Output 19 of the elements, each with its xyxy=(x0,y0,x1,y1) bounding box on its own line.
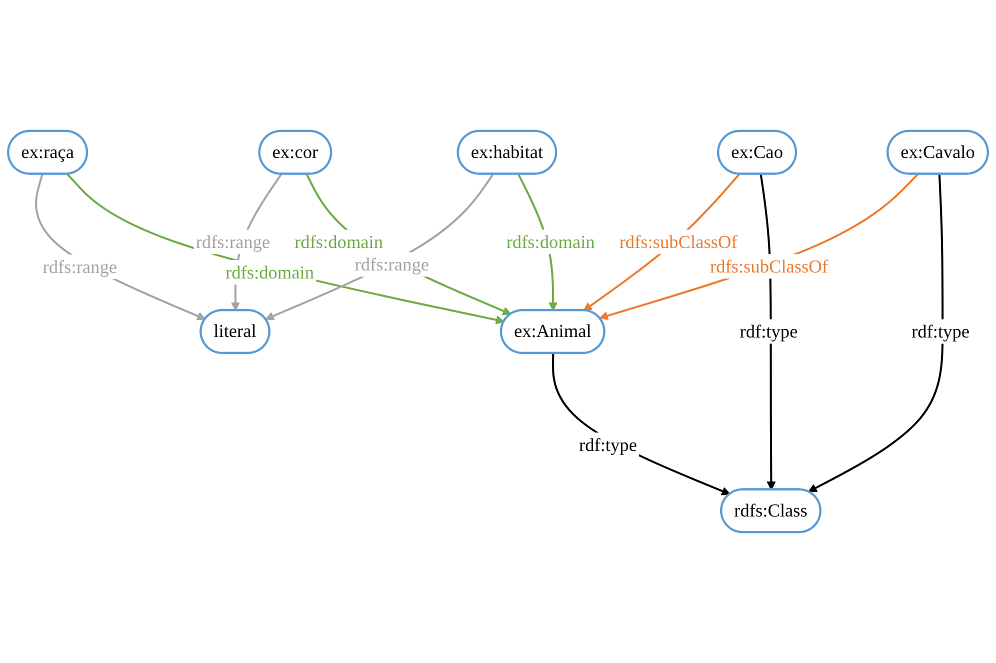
edge-label: rdfs:subClassOf xyxy=(617,230,740,254)
edge-label: rdfs:subClassOf xyxy=(708,254,830,279)
edge-label: rdfs:domain xyxy=(224,260,316,284)
edge-label: rdfs:domain xyxy=(504,230,597,254)
edge-label: rdfs:range xyxy=(40,254,120,280)
node-shape: ex:Animal xyxy=(500,309,606,354)
edge-label: rdf:type xyxy=(576,432,640,457)
node-shape: literal xyxy=(200,309,270,354)
node-shape: ex:Cao xyxy=(717,130,797,175)
edge-label: rdfs:domain xyxy=(292,230,386,254)
node-shape: rdfs:Class xyxy=(720,488,822,534)
edge-label: rdf:type xyxy=(738,319,800,344)
node-shape: ex:raça xyxy=(7,130,88,175)
edge-label: rdf:type xyxy=(910,319,972,344)
edge-label: rdfs:range xyxy=(352,252,432,277)
node-shape: ex:cor xyxy=(258,130,332,175)
edge-label: rdfs:range xyxy=(194,230,272,254)
node-shape: ex:Cavalo xyxy=(886,130,989,175)
node-shape: ex:habitat xyxy=(456,130,558,175)
